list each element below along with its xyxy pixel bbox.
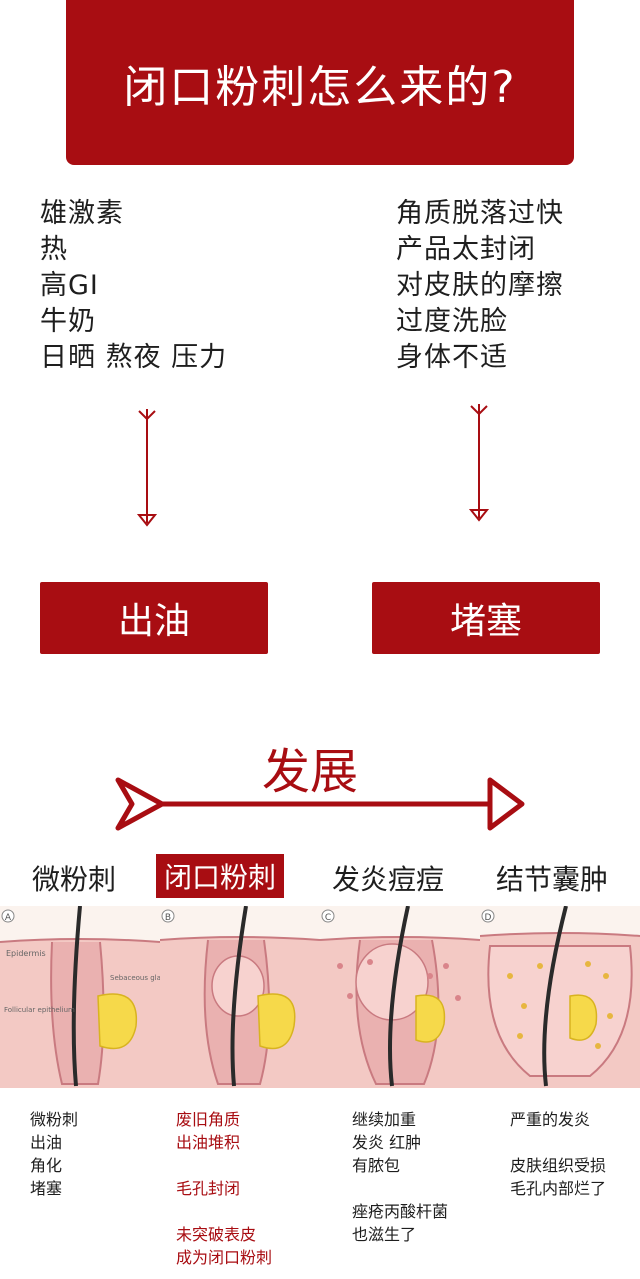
note-line: 毛孔内部烂了 <box>510 1179 607 1198</box>
result-clog-label: 堵塞 <box>449 601 522 642</box>
note-line: 痤疮丙酸杆菌 <box>352 1202 449 1221</box>
note-line: 成为闭口粉刺 <box>176 1248 273 1267</box>
note-line: 发炎 红肿 <box>352 1133 422 1152</box>
page-title: 闭口粉刺怎么来的? <box>123 61 517 113</box>
panel-letter-d: D <box>485 913 492 923</box>
notes-microcomedo: 微粉刺 出油 角化 堵塞 <box>30 1108 78 1200</box>
panel-a-label-epidermis: Epidermis <box>6 949 46 958</box>
development-label: 发展 <box>262 744 359 800</box>
cause-item: 日晒 熬夜 压力 <box>40 342 228 373</box>
cause-item: 高GI <box>40 270 99 301</box>
cause-item: 产品太封闭 <box>396 234 536 265</box>
title-banner: 闭口粉刺怎么来的? <box>66 0 574 165</box>
follicle-panel-d: D <box>480 906 640 1088</box>
note-line: 继续加重 <box>352 1110 417 1129</box>
cause-item: 身体不适 <box>396 342 508 373</box>
cause-list-left: 雄激素 热 高GI 牛奶 日晒 熬夜 压力 <box>40 196 227 376</box>
note-line: 皮肤组织受损 <box>510 1156 607 1175</box>
note-line <box>176 1200 272 1223</box>
cause-item: 雄激素 <box>40 198 124 229</box>
note-line: 未突破表皮 <box>176 1225 257 1244</box>
cause-list-right: 角质脱落过快 产品太封闭 对皮肤的摩擦 过度洗脸 身体不适 <box>396 196 564 376</box>
panel-letter-c: C <box>325 913 331 923</box>
cause-item: 牛奶 <box>40 306 96 337</box>
cause-item: 过度洗脸 <box>396 306 508 337</box>
result-oil-box: 出油 <box>40 582 268 654</box>
down-arrow-left-icon <box>136 409 158 527</box>
note-line: 堵塞 <box>30 1179 63 1198</box>
note-line <box>352 1177 448 1200</box>
result-clog-box: 堵塞 <box>372 582 600 654</box>
cause-item: 热 <box>40 234 68 265</box>
stage-label-closed-comedo: 闭口粉刺 <box>156 854 285 898</box>
cause-item: 角质脱落过快 <box>396 198 564 229</box>
development-arrow-icon <box>115 777 525 831</box>
note-line: 严重的发炎 <box>510 1110 591 1129</box>
note-line <box>176 1154 272 1177</box>
stage-label-microcomedo: 微粉刺 <box>32 863 117 896</box>
stage-label-nodule-cyst: 结节囊肿 <box>496 863 609 896</box>
follicle-panel-c: C <box>320 906 480 1088</box>
note-line <box>510 1131 606 1154</box>
note-line: 角化 <box>30 1156 63 1175</box>
note-line: 废旧角质 <box>176 1110 241 1129</box>
follicle-panel-b: B <box>160 906 320 1088</box>
panel-a-label-sebaceous: Sebaceous gland <box>110 974 160 982</box>
notes-nodule-cyst: 严重的发炎 皮肤组织受损 毛孔内部烂了 <box>510 1108 606 1200</box>
note-line: 毛孔封闭 <box>176 1179 241 1198</box>
notes-inflamed-acne: 继续加重 发炎 红肿 有脓包 痤疮丙酸杆菌 也滋生了 <box>352 1108 448 1246</box>
note-line: 出油 <box>30 1133 63 1152</box>
panel-a-label-follicular: Follicular epithelium <box>4 1006 75 1014</box>
cause-item: 对皮肤的摩擦 <box>396 270 564 301</box>
result-oil-label: 出油 <box>117 601 190 642</box>
down-arrow-right-icon <box>468 404 490 522</box>
note-line: 出油堆积 <box>176 1133 241 1152</box>
panel-letter-b: B <box>165 913 171 923</box>
note-line: 有脓包 <box>352 1156 401 1175</box>
note-line: 微粉刺 <box>30 1110 79 1129</box>
stage-label-inflamed-acne: 发炎痘痘 <box>332 863 445 896</box>
note-line: 也滋生了 <box>352 1225 417 1244</box>
notes-closed-comedo: 废旧角质 出油堆积 毛孔封闭 未突破表皮 成为闭口粉刺 <box>176 1108 272 1269</box>
panel-letter-a: A <box>5 913 12 923</box>
follicle-panel-a: A Epidermis Sebaceous gland Follicular e… <box>0 906 160 1088</box>
